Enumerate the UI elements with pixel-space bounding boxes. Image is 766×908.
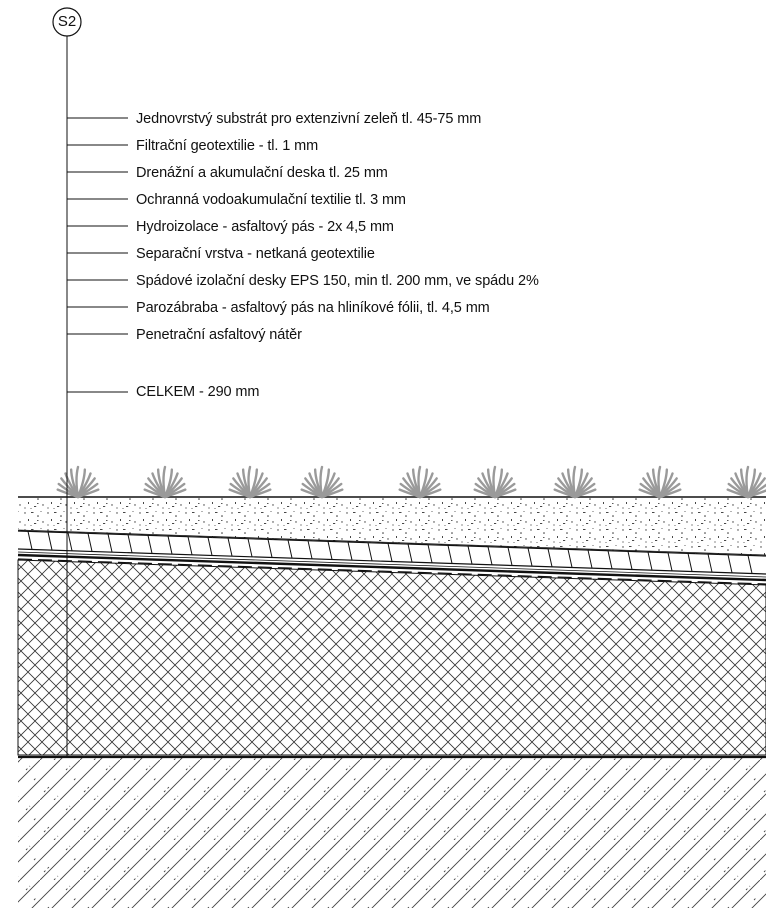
layer-label-filter-geotextile: Filtrační geotextilie - tl. 1 mm [136, 138, 319, 154]
drainage-rib [367, 542, 373, 561]
drainage-rib [127, 534, 133, 553]
drainage-rib [547, 548, 553, 567]
layer-label-primer: Penetrační asfaltový nátěr [136, 327, 302, 343]
drainage-rib [227, 537, 233, 557]
total-thickness-label: CELKEM - 290 mm [136, 384, 260, 400]
vegetation [56, 465, 766, 499]
plant-icon [300, 465, 344, 499]
plant-icon [398, 465, 442, 499]
drainage-rib [647, 551, 653, 571]
drainage-rib [387, 543, 393, 562]
drainage-rib [587, 549, 593, 569]
drainage-rib [687, 553, 693, 572]
membrane-line-3 [17, 551, 766, 578]
layer-label-eps: Spádové izolační desky EPS 150, min tl. … [136, 273, 539, 289]
drainage-rib [307, 540, 313, 559]
plant-icon [638, 465, 682, 499]
drainage-rib [267, 539, 273, 558]
drainage-rib [327, 541, 333, 560]
section-marker-label: S2 [57, 13, 77, 30]
drainage-rib [287, 539, 293, 559]
drainage-rib [467, 545, 473, 565]
drainage-rib [447, 545, 453, 564]
plant-icon [228, 465, 272, 499]
drainage-rib [567, 549, 573, 568]
membrane-line-1 [17, 553, 766, 582]
drainage-rib [147, 535, 153, 554]
drainage-rib [627, 551, 633, 570]
plant-icon [473, 465, 517, 499]
layer-label-separation: Separační vrstva - netkaná geotextilie [136, 246, 375, 262]
layer-label-drainage-board: Drenážní a akumulační deska tl. 25 mm [136, 165, 388, 181]
drainage-rib [727, 554, 733, 573]
leader-lines [67, 117, 128, 393]
drainage-rib [247, 538, 253, 557]
plant-icon [553, 465, 597, 499]
drainage-rib [187, 536, 193, 555]
drainage-rib [507, 547, 513, 566]
drainage-rib [67, 532, 73, 551]
layer-label-vapour-barrier: Parozábraba - asfaltový pás na hliníkové… [136, 300, 490, 316]
drainage-rib [607, 550, 613, 569]
layer-label-protective-textile: Ochranná vodoakumulační textilie tl. 3 m… [136, 192, 406, 208]
drainage-rib [407, 543, 413, 563]
plant-icon [143, 465, 187, 499]
drainage-rib [347, 541, 353, 561]
plant-icon [726, 465, 766, 499]
filter-geotextile-line [17, 529, 766, 556]
membrane-line-2 [17, 558, 766, 585]
concrete-slab [18, 758, 766, 908]
drainage-rib [527, 547, 533, 567]
drainage-rib [167, 535, 173, 555]
eps-insulation [17, 559, 766, 756]
drainage-rib [207, 537, 213, 556]
drainage-rib [47, 531, 53, 551]
drainage-rib [427, 544, 433, 563]
drainage-rib [667, 552, 673, 571]
drainage-rib [27, 531, 33, 550]
drainage-rib [487, 546, 493, 565]
drainage-rib [107, 533, 113, 553]
plant-icon [56, 465, 100, 499]
substrate-layer [18, 498, 766, 556]
drainage-rib [707, 553, 713, 573]
layer-label-substrate: Jednovrstvý substrát pro extenzivní zele… [136, 111, 482, 127]
layer-label-waterproofing: Hydroizolace - asfaltový pás - 2x 4,5 mm [136, 219, 394, 235]
drainage-rib [747, 555, 753, 574]
drainage-rib [87, 533, 93, 552]
